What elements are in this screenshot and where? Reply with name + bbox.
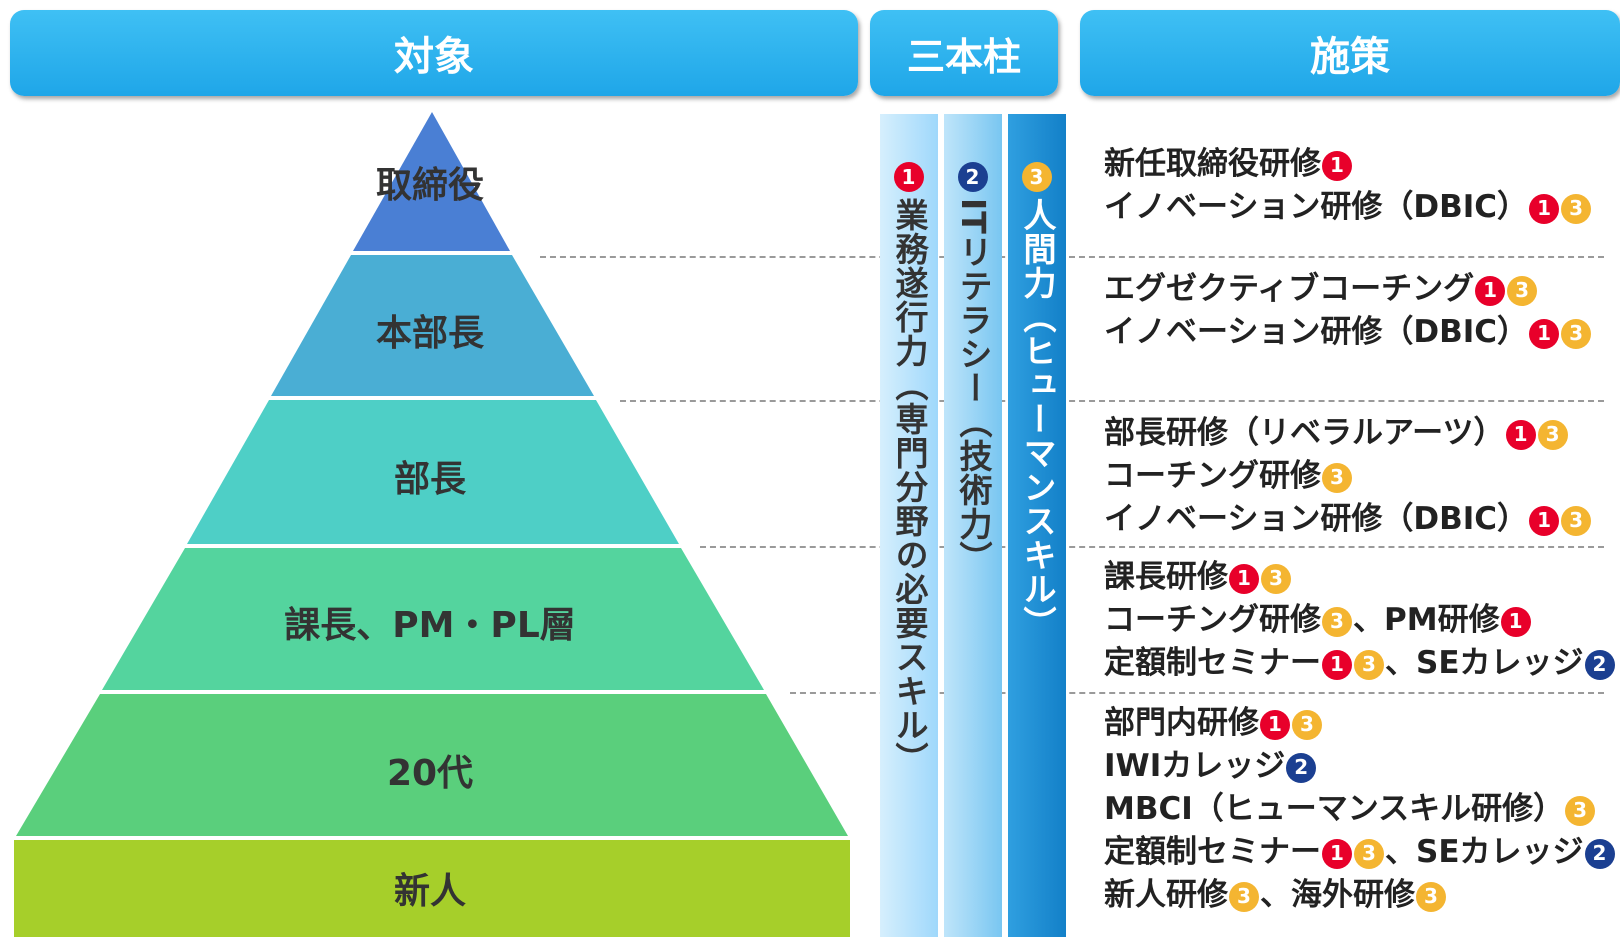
measure-text: イノベーション研修（DBIC） — [1104, 501, 1529, 537]
measure-text: コーチング研修 — [1104, 602, 1321, 638]
level-label-department-head: 部長 — [393, 459, 466, 500]
separator-line — [620, 400, 1604, 402]
measure-text: 定額制セミナー — [1104, 834, 1321, 870]
separator-line — [790, 692, 1604, 694]
separator-line — [700, 546, 1604, 548]
pyramid-tier-section-head — [102, 548, 764, 690]
measure-text: 、SEカレッジ — [1385, 834, 1584, 870]
badge-1-icon: 1 — [1475, 275, 1506, 306]
badge-3-icon: 3 — [1354, 838, 1384, 869]
badge-1-icon: 1 — [1322, 649, 1352, 680]
pyramid-tier-new-hire — [14, 840, 850, 937]
badge-1-icon: 1 — [1505, 419, 1536, 450]
measure-text: 課長研修 — [1104, 559, 1228, 595]
pyramid-tier-executive — [353, 112, 510, 251]
badge-1-icon: 1 — [1529, 193, 1560, 224]
badge-3-icon: 3 — [1561, 318, 1592, 349]
level-label-new-hire: 新人 — [393, 871, 466, 912]
badge-1-icon: 1 — [1322, 838, 1352, 869]
measure-text: 新人研修 — [1104, 877, 1228, 913]
level-label-executive: 取締役 — [375, 165, 484, 206]
pillar-label: 業務遂行力（専門分野の必要スキル） — [890, 198, 929, 776]
badge-3-icon: 3 — [1229, 881, 1259, 912]
pillar-label: ITリテラシー（技術力） — [954, 198, 993, 575]
measure-text: MBCI（ヒューマンスキル研修） — [1104, 791, 1565, 827]
pillar-number-badge: 3 — [1022, 162, 1052, 192]
badge-1-icon: 1 — [1529, 318, 1560, 349]
badge-3-icon: 3 — [1322, 462, 1352, 493]
pyramid — [14, 112, 850, 937]
pillar-human-skill: 3 人間力（ヒューマンスキル） — [1008, 114, 1066, 937]
badge-3-icon: 3 — [1507, 275, 1538, 306]
badge-1-icon: 1 — [1529, 505, 1560, 536]
badge-3-icon: 3 — [1354, 649, 1384, 680]
badge-2-icon: 2 — [1584, 838, 1615, 869]
target-header-label: 対象 — [394, 34, 474, 80]
badge-1-icon: 1 — [1322, 150, 1352, 181]
level-label-section-head: 課長、PM・PL層 — [284, 605, 576, 646]
measure-text: 、海外研修 — [1260, 877, 1415, 913]
measure-text: 新任取締役研修 — [1104, 146, 1321, 182]
pillar-label: 人間力（ヒューマンスキル） — [1018, 198, 1057, 640]
badge-2-icon: 2 — [1286, 752, 1317, 783]
pillar-number-badge: 1 — [894, 162, 924, 192]
pillars-header: 三本柱 — [870, 10, 1058, 96]
badge-1-icon: 1 — [1229, 563, 1259, 594]
badge-3-icon: 3 — [1416, 881, 1446, 912]
measure-text: コーチング研修 — [1104, 458, 1321, 494]
measure-text: エグゼクティブコーチング — [1104, 271, 1475, 307]
measures-header: 施策 — [1080, 10, 1620, 96]
badge-3-icon: 3 — [1561, 193, 1592, 224]
measure-text: イノベーション研修（DBIC） — [1104, 314, 1529, 350]
measure-text: 部門内研修 — [1104, 705, 1259, 741]
level-label-division-head: 本部長 — [375, 313, 484, 354]
badge-3-icon: 3 — [1322, 606, 1352, 637]
badge-3-icon: 3 — [1537, 419, 1568, 450]
target-header: 対象 — [10, 10, 858, 96]
pillar-number-badge: 2 — [958, 162, 988, 192]
pillars-header-label: 三本柱 — [906, 34, 1021, 79]
badge-1-icon: 1 — [1500, 606, 1531, 637]
badge-3-icon: 3 — [1292, 709, 1322, 740]
measure-text: イノベーション研修（DBIC） — [1104, 189, 1529, 225]
measure-text: IWIカレッジ — [1104, 748, 1286, 784]
measures-header-label: 施策 — [1310, 34, 1390, 80]
level-label-twenties: 20代 — [386, 753, 474, 794]
badge-3-icon: 3 — [1261, 563, 1291, 594]
pyramid-tier-department-head — [187, 400, 679, 544]
measure-text: 定額制セミナー — [1104, 645, 1321, 681]
measure-item: MBCI（ヒューマンスキル研修）3 — [1104, 788, 1616, 831]
separator-line — [540, 256, 1604, 258]
measure-text: 部長研修（リベラルアーツ） — [1104, 415, 1505, 451]
badge-3-icon: 3 — [1561, 505, 1592, 536]
badge-3-icon: 3 — [1565, 795, 1596, 826]
badge-2-icon: 2 — [1584, 649, 1615, 680]
pyramid-tier-division-head — [271, 255, 594, 396]
badge-1-icon: 1 — [1260, 709, 1290, 740]
measure-text: 、SEカレッジ — [1385, 645, 1584, 681]
pyramid-tier-twenties — [16, 694, 848, 836]
pillar-it-literacy: 2 ITリテラシー（技術力） — [944, 114, 1002, 937]
measure-text: 、PM研修 — [1353, 602, 1500, 638]
pillar-business-skill: 1 業務遂行力（専門分野の必要スキル） — [880, 114, 938, 937]
